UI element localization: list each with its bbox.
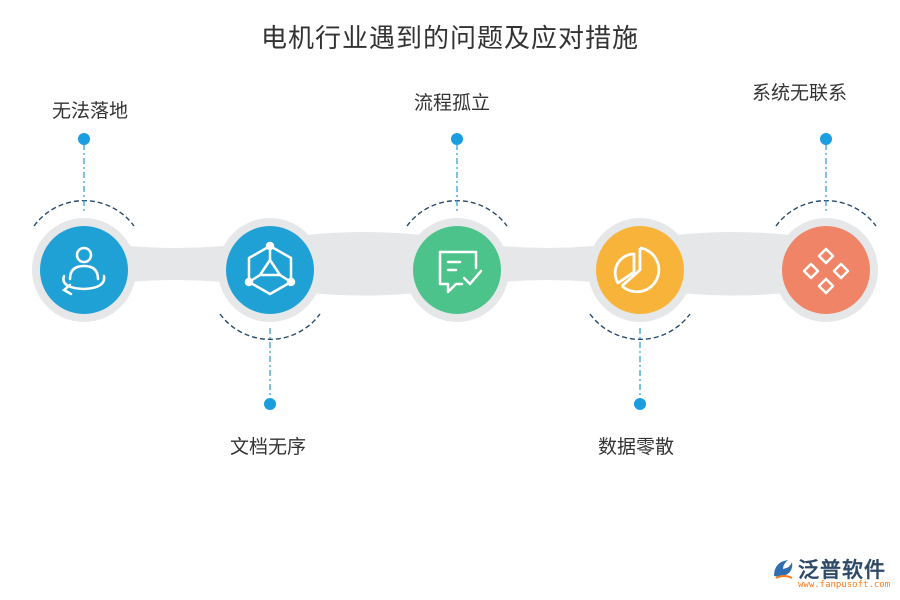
brand-url: www.fanpusoft.com	[798, 580, 891, 590]
brand-name: 泛普软件	[798, 558, 886, 582]
page-title: 电机行业遇到的问题及应对措施	[260, 24, 639, 54]
node-3-label: 流程孤立	[414, 92, 491, 114]
network-cube-icon	[244, 241, 296, 296]
node-2	[218, 218, 322, 410]
node-4	[588, 218, 692, 410]
node-4-label: 数据零散	[598, 436, 675, 458]
node-1	[32, 133, 136, 322]
node-5	[774, 133, 878, 322]
node-5-label: 系统无联系	[752, 82, 848, 104]
brand-logo: 泛普软件 www.fanpusoft.com	[768, 552, 898, 596]
node-1-label: 无法落地	[52, 100, 129, 122]
message-check-icon	[438, 250, 483, 294]
diamond-grid-icon	[802, 247, 850, 295]
person-rotate-icon	[61, 246, 106, 296]
brand-mark-icon	[774, 560, 793, 579]
pie-chart-icon	[613, 246, 661, 294]
node-3	[405, 133, 509, 322]
node-2-label: 文档无序	[230, 436, 307, 458]
